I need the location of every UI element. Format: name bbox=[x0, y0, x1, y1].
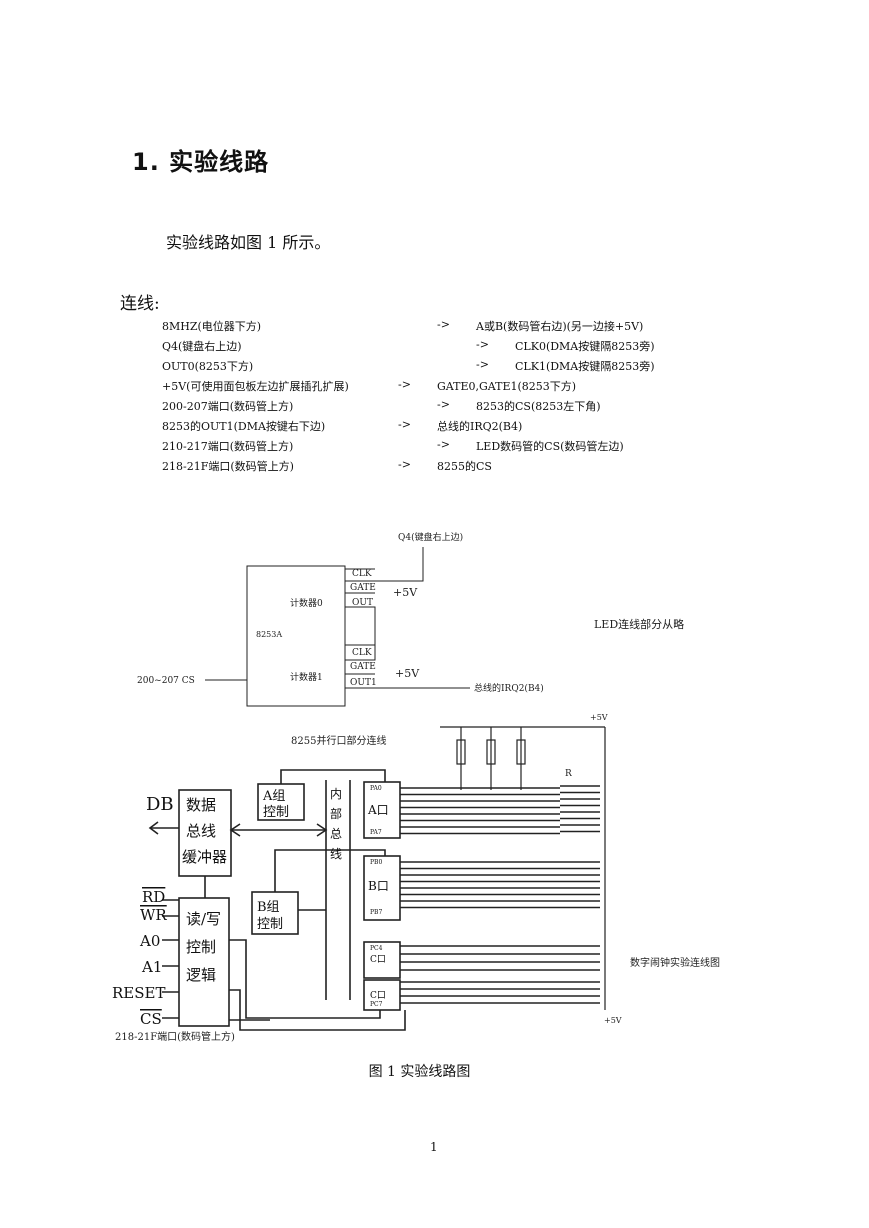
a1-pin: A1 bbox=[141, 958, 162, 976]
gate1-5v-label: +5V bbox=[395, 667, 420, 680]
connection-from: +5V(可使用面包板左边扩展插孔扩展) bbox=[162, 380, 349, 393]
counter1-label: 计数器1 bbox=[290, 671, 323, 683]
db-label: DB bbox=[146, 794, 174, 815]
group-a-line1: A组 bbox=[262, 789, 285, 804]
pc7-label: PC7 bbox=[370, 1001, 383, 1008]
connection-row: +5V(可使用面包板左边扩展插孔扩展) -> GATE0,GATE1(8253下方) bbox=[0, 378, 869, 396]
out1-label: OUT1 bbox=[350, 678, 377, 688]
connection-from: OUT0(8253下方) bbox=[162, 360, 254, 373]
clock-note: 数字闹钟实验连线图 bbox=[630, 956, 720, 969]
cs-port-label: 218-21F端口(数码管上方) bbox=[115, 1030, 235, 1043]
connection-to: CLK0(DMA按键隔8253旁) bbox=[515, 340, 655, 353]
connection-arrow: -> bbox=[476, 338, 489, 351]
connection-to: 8255的CS bbox=[437, 460, 492, 473]
connection-from: 200-207端口(数码管上方) bbox=[162, 400, 294, 413]
page-number: 1 bbox=[430, 1140, 438, 1154]
pb7-label: PB7 bbox=[370, 909, 382, 916]
led-note: LED连线部分从略 bbox=[594, 617, 684, 631]
connections-title: 连线: bbox=[120, 294, 160, 314]
connection-row: 8253的OUT1(DMA按键右下边) -> 总线的IRQ2(B4) bbox=[0, 418, 869, 436]
connection-from: 8253的OUT1(DMA按键右下边) bbox=[162, 420, 326, 433]
internal-bus-3: 总 bbox=[330, 827, 342, 841]
connection-to: LED数码管的CS(数码管左边) bbox=[476, 440, 624, 453]
port-b-label: B口 bbox=[368, 879, 389, 893]
internal-bus-2: 部 bbox=[330, 806, 342, 821]
connection-arrow: -> bbox=[398, 458, 411, 471]
pa0-label: PA0 bbox=[370, 785, 382, 792]
figure-caption: 图 1 实验线路图 bbox=[368, 1064, 471, 1080]
port-a-label: A口 bbox=[367, 803, 389, 817]
rd-pin: RD bbox=[142, 888, 165, 906]
connection-to: A或B(数码管右边)(另一边接+5V) bbox=[476, 320, 644, 333]
group-b-line2: 控制 bbox=[257, 917, 283, 932]
connection-to: 总线的IRQ2(B4) bbox=[437, 420, 523, 433]
gate1-label: GATE bbox=[350, 662, 376, 672]
connection-to: 8253的CS(8253左下角) bbox=[476, 400, 601, 413]
reset-pin: RESET bbox=[112, 984, 165, 1002]
connection-row: 8MHZ(电位器下方) -> A或B(数码管右边)(另一边接+5V) bbox=[0, 318, 869, 336]
rw-line2: 控制 bbox=[186, 938, 216, 956]
connection-from: 210-217端口(数码管上方) bbox=[162, 440, 294, 453]
buffer-line2: 总线 bbox=[186, 822, 216, 840]
connection-from: 218-21F端口(数码管上方) bbox=[162, 460, 294, 473]
connection-to: CLK1(DMA按键隔8253旁) bbox=[515, 360, 655, 373]
intro-text: 实验线路如图 1 所示。 bbox=[166, 233, 331, 252]
connection-row: 218-21F端口(数码管上方) -> 8255的CS bbox=[0, 458, 869, 476]
connection-row: Q4(键盘右上边) -> CLK0(DMA按键隔8253旁) bbox=[0, 338, 869, 356]
port-lines bbox=[400, 785, 600, 1004]
connection-from: 8MHZ(电位器下方) bbox=[162, 320, 262, 333]
out0-label: OUT bbox=[352, 598, 373, 608]
rw-line1: 读/写 bbox=[186, 910, 221, 928]
pb0-label: PB0 bbox=[370, 859, 382, 866]
connection-from: Q4(键盘右上边) bbox=[162, 340, 242, 353]
connection-to: GATE0,GATE1(8253下方) bbox=[437, 380, 577, 393]
clk0-label: CLK bbox=[352, 569, 372, 579]
connection-row: 210-217端口(数码管上方) -> LED数码管的CS(数码管左边) bbox=[0, 438, 869, 456]
resistor-label: R bbox=[565, 769, 572, 779]
connection-arrow: -> bbox=[398, 378, 411, 391]
buffer-line3: 缓冲器 bbox=[182, 848, 227, 866]
chip-label: 8253A bbox=[256, 630, 282, 639]
bottom-5v-label: +5V bbox=[604, 1016, 622, 1025]
connection-arrow: -> bbox=[476, 358, 489, 371]
internal-bus-4: 线 bbox=[330, 847, 342, 861]
connection-arrow: -> bbox=[437, 318, 450, 331]
cs-pin: CS bbox=[140, 1010, 162, 1028]
a0-pin: A0 bbox=[139, 932, 160, 950]
pa7-label: PA7 bbox=[370, 829, 382, 836]
diagram-8255-title: 8255并行口部分连线 bbox=[291, 734, 386, 747]
connection-arrow: -> bbox=[398, 418, 411, 431]
group-b-line1: B组 bbox=[257, 900, 280, 915]
counter0-label: 计数器0 bbox=[290, 597, 323, 609]
group-a-line2: 控制 bbox=[263, 805, 289, 820]
port-c-upper-label: C口 bbox=[370, 955, 386, 965]
gate0-label: GATE bbox=[350, 583, 376, 593]
port-c-lower-label: C口 bbox=[370, 991, 386, 1001]
connection-row: 200-207端口(数码管上方) -> 8253的CS(8253左下角) bbox=[0, 398, 869, 416]
clk1-label: CLK bbox=[352, 648, 372, 658]
pc4-label: PC4 bbox=[370, 945, 383, 952]
wr-pin: WR bbox=[140, 906, 167, 924]
connection-row: OUT0(8253下方) -> CLK1(DMA按键隔8253旁) bbox=[0, 358, 869, 376]
section-heading: 1. 实验线路 bbox=[132, 148, 270, 176]
connection-arrow: -> bbox=[437, 438, 450, 451]
rw-line3: 逻辑 bbox=[186, 966, 216, 984]
internal-bus-1: 内 bbox=[330, 787, 342, 801]
buffer-line1: 数据 bbox=[186, 796, 216, 814]
q4-label: Q4(键盘右上边) bbox=[398, 531, 463, 543]
irq-label: 总线的IRQ2(B4) bbox=[474, 682, 544, 694]
gate0-5v-label: +5V bbox=[393, 586, 418, 599]
top-5v-label: +5V bbox=[590, 713, 608, 722]
cs-200-label: 200~207 CS bbox=[137, 676, 195, 686]
connection-arrow: -> bbox=[437, 398, 450, 411]
